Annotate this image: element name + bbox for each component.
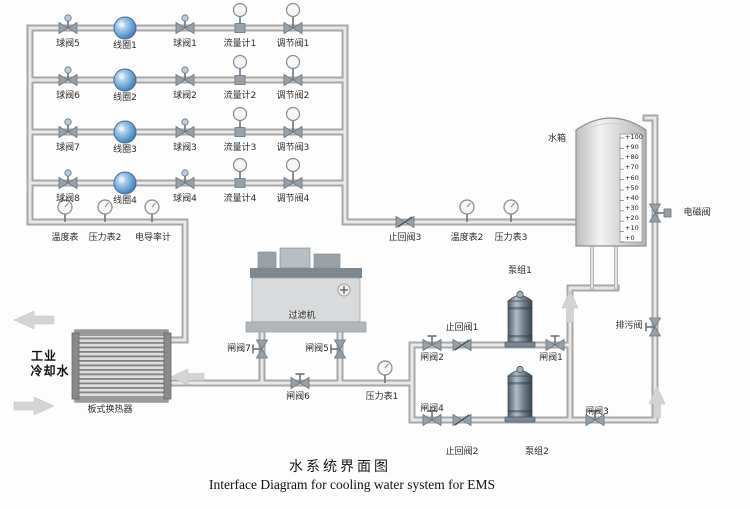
label-regulating-valve-3: 调节阀3 [276,143,310,153]
label-gate-valve-6: 闸阀6 [286,392,310,402]
label-gate-valve-7: 闸阀7 [227,344,251,354]
label-flow-meter-3: 流量计3 [223,143,257,153]
flow-meter-3 [232,106,248,138]
label-filter: 过滤机 [288,311,316,321]
tank-scale-mark: +10 [625,224,639,233]
label-check-valve-3: 止回阀3 [388,233,422,243]
coil-2 [113,68,137,92]
coil-1 [113,16,137,40]
label-check-valve-1: 止回阀1 [445,323,479,333]
tank-scale-mark: +100 [625,133,643,141]
tank-scale-mark: +90 [625,143,639,152]
water-tank [575,117,647,247]
diagram-title-en: Interface Diagram for cooling water syst… [208,477,496,492]
label-ball-valve-5: 球阀5 [56,39,80,49]
label-industrial-water-1: 工业 [30,349,58,363]
label-ball-valve-1: 球阀1 [173,39,197,49]
label-plate-heat-exchanger: 板式换热器 [87,405,133,415]
label-solenoid-valve: 电磁阀 [683,208,711,218]
filter-machine [245,247,367,333]
arrow-up-tank [561,289,579,323]
label-regulating-valve-4: 调节阀4 [276,194,310,204]
tank-scale-mark: +30 [625,203,639,212]
label-industrial-water-2: 冷却水 [30,364,70,378]
label-ball-valve-6: 球阀6 [56,91,80,101]
label-pump-group-2: 泵组2 [525,447,549,457]
tank-scale: +100 +90+80+70+60+50+40+30 +20+10+0 [620,133,643,243]
flow-meter-4 [232,157,248,189]
label-temperature-gauge: 温度表 [51,233,79,243]
label-ball-valve-8: 球阀8 [56,194,80,204]
label-gate-valve-1: 闸阀1 [539,353,563,363]
plate-heat-exchanger [71,329,172,403]
label-coil-3: 线圈3 [113,145,137,155]
label-blowdown-valve: 排污阀 [615,321,643,331]
arrow-in-left [13,396,55,416]
label-conductivity-meter: 电导率计 [134,233,172,243]
diagram-title-cn: 水系统界面图 [289,459,391,475]
tank-scale-mark: +50 [625,183,639,192]
flow-arrows [13,289,666,419]
label-ball-valve-2: 球阀2 [173,91,197,101]
tank-scale-mark: +70 [625,163,639,172]
label-coil-1: 线圈1 [113,41,137,51]
label-coil-2: 线圈2 [113,93,137,103]
flow-meter-2 [232,54,248,86]
check-valve-3 [396,217,414,228]
pump-group-1 [504,290,536,348]
label-pressure-gauge-2: 压力表2 [88,233,122,243]
tank-scale-mark: +80 [625,153,639,162]
tank-scale-mark: +60 [625,173,639,182]
check-valve-2 [453,415,471,426]
label-water-tank: 水箱 [547,134,567,144]
check-valve-1 [453,340,471,351]
label-coil-4: 线圈4 [113,196,137,206]
arrow-into-exchanger [169,368,205,386]
tank-scale-mark: +40 [625,193,639,202]
label-ball-valve-7: 球阀7 [56,143,80,153]
label-ball-valve-4: 球阀4 [173,194,197,204]
label-gate-valve-5: 闸阀5 [305,344,329,354]
label-pressure-gauge-3: 压力表3 [494,233,528,243]
label-pressure-gauge-1: 压力表1 [365,392,399,402]
tank-level-strip [619,133,643,243]
label-pump-group-1: 泵组1 [508,266,532,276]
flow-meter-1 [232,2,248,34]
pump-group-2 [504,365,536,423]
label-flow-meter-1: 流量计1 [223,39,257,49]
label-gate-valve-2: 闸阀2 [420,353,444,363]
tank-scale-mark: +0 [625,234,635,243]
coil-4 [113,171,137,195]
coil-3 [113,120,137,144]
label-gate-valve-4: 闸阀4 [420,404,444,414]
label-regulating-valve-1: 调节阀1 [276,39,310,49]
label-regulating-valve-2: 调节阀2 [276,91,310,101]
label-gate-valve-3: 闸阀3 [585,407,609,417]
label-flow-meter-4: 流量计4 [223,194,257,204]
tank-scale-mark: +20 [625,214,639,223]
label-flow-meter-2: 流量计2 [223,91,257,101]
label-ball-valve-3: 球阀3 [173,143,197,153]
arrow-up-right [648,385,666,419]
label-check-valve-2: 止回阀2 [445,447,479,457]
label-temperature-gauge-2: 温度表2 [450,233,484,243]
arrow-out-left [13,310,55,330]
